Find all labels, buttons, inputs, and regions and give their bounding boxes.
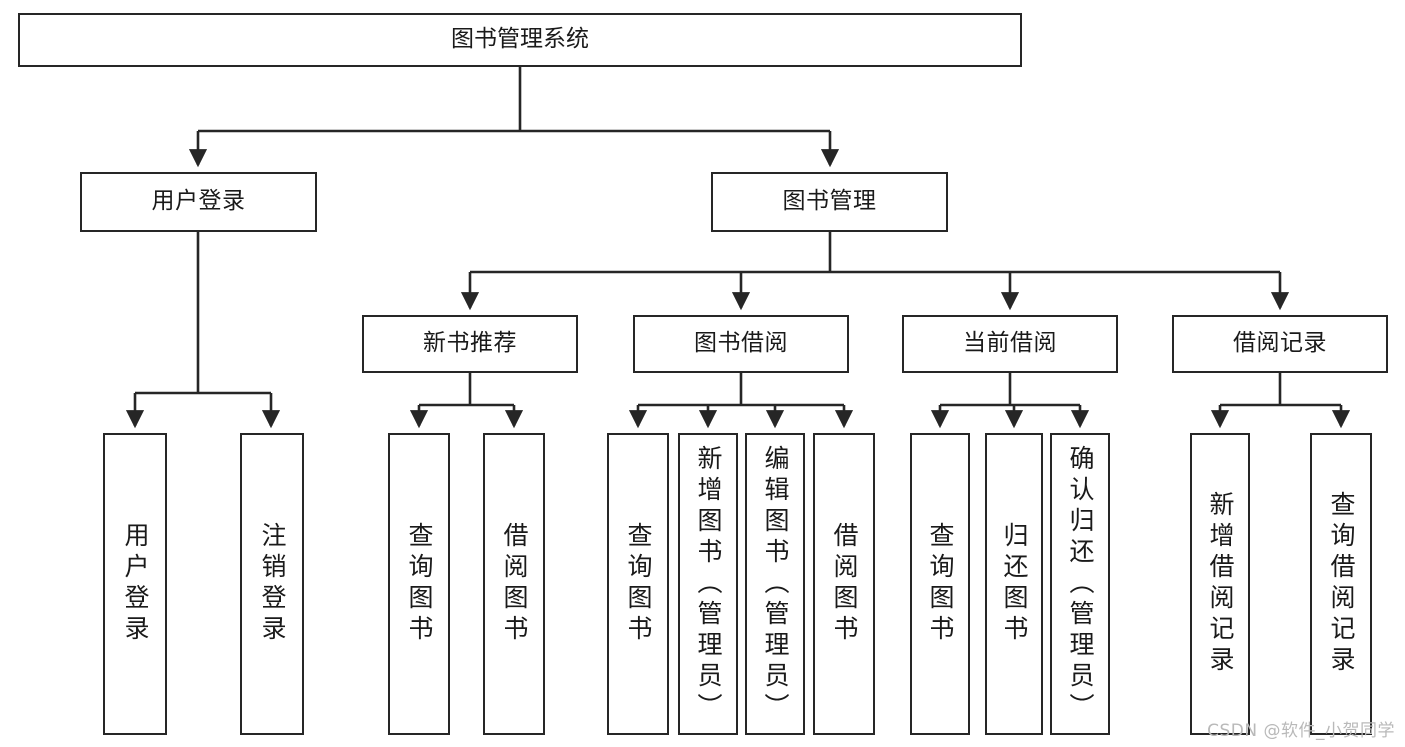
- node-book-management[interactable]: 图书管理: [711, 172, 948, 232]
- leaf-borrow-book-recommend[interactable]: 借阅图书: [483, 433, 545, 735]
- leaf-edit-book-admin[interactable]: 编辑图书（管理员）: [745, 433, 805, 735]
- leaf-add-book-admin[interactable]: 新增图书（管理员）: [678, 433, 738, 735]
- leaf-query-book-borrow[interactable]: 查询图书: [607, 433, 669, 735]
- leaf-query-book-current[interactable]: 查询图书: [910, 433, 970, 735]
- csdn-watermark: CSDN @软件_小贺同学: [1207, 721, 1395, 741]
- node-label: 新增图书（管理员）: [694, 444, 723, 724]
- node-label: 当前借阅: [963, 330, 1057, 357]
- node-label: 借阅图书: [830, 522, 859, 646]
- leaf-borrow-book-borrow[interactable]: 借阅图书: [813, 433, 875, 735]
- node-label: 编辑图书（管理员）: [761, 444, 790, 724]
- node-label: 借阅图书: [500, 522, 529, 646]
- node-label: 图书管理系统: [451, 26, 589, 53]
- node-new-book-recommend[interactable]: 新书推荐: [362, 315, 578, 373]
- node-label: 确认归还（管理员）: [1066, 444, 1095, 724]
- node-current-borrow[interactable]: 当前借阅: [902, 315, 1118, 373]
- leaf-return-book[interactable]: 归还图书: [985, 433, 1043, 735]
- node-label: 查询图书: [926, 522, 955, 646]
- node-borrow-record[interactable]: 借阅记录: [1172, 315, 1388, 373]
- node-label: 用户登录: [151, 188, 246, 215]
- node-label: 图书管理: [782, 188, 877, 215]
- node-root-book-management-system[interactable]: 图书管理系统: [18, 13, 1022, 67]
- node-label: 查询图书: [624, 522, 653, 646]
- leaf-confirm-return-admin[interactable]: 确认归还（管理员）: [1050, 433, 1110, 735]
- leaf-add-borrow-record[interactable]: 新增借阅记录: [1190, 433, 1250, 735]
- node-label: 用户登录: [121, 522, 150, 646]
- leaf-user-login[interactable]: 用户登录: [103, 433, 167, 735]
- node-label: 归还图书: [1000, 522, 1029, 646]
- leaf-user-logout[interactable]: 注销登录: [240, 433, 304, 735]
- node-label: 图书借阅: [694, 330, 788, 357]
- node-book-borrow[interactable]: 图书借阅: [633, 315, 849, 373]
- node-user-login[interactable]: 用户登录: [80, 172, 317, 232]
- node-label: 新增借阅记录: [1206, 491, 1235, 677]
- node-label: 查询借阅记录: [1327, 491, 1356, 677]
- node-label: 借阅记录: [1233, 330, 1327, 357]
- leaf-query-borrow-record[interactable]: 查询借阅记录: [1310, 433, 1372, 735]
- node-label: 注销登录: [258, 522, 287, 646]
- node-label: 查询图书: [405, 522, 434, 646]
- leaf-query-book-recommend[interactable]: 查询图书: [388, 433, 450, 735]
- node-label: 新书推荐: [423, 330, 517, 357]
